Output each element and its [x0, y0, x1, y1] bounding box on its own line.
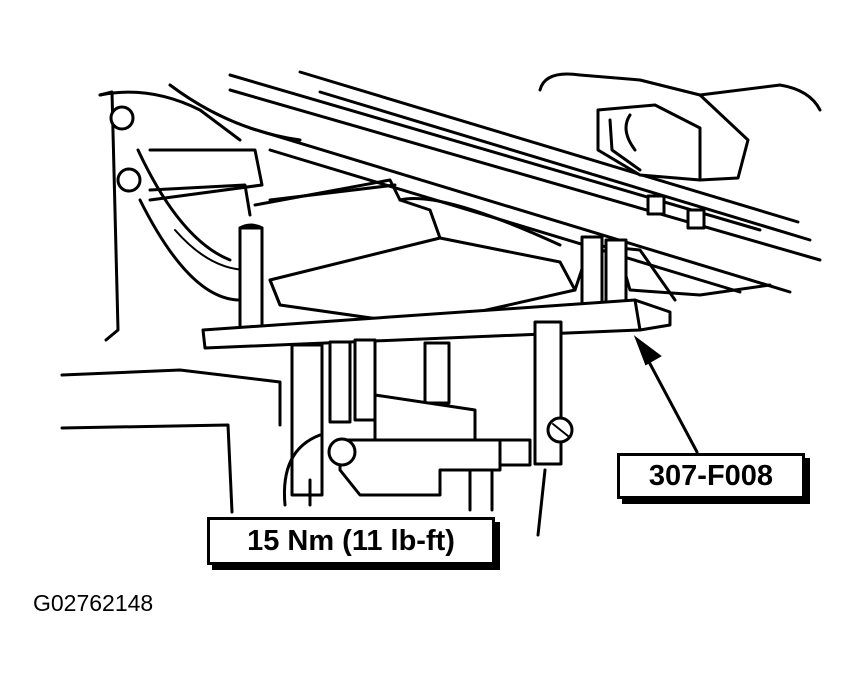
oil-pan — [253, 178, 772, 327]
frame-rails — [248, 70, 822, 294]
support-tool-307-F008 — [201, 223, 672, 466]
torque-callout-label: 15 Nm (11 lb-ft) — [207, 517, 495, 565]
crossmember — [60, 338, 547, 537]
tool-callout-label: 307-F008 — [617, 453, 805, 499]
arrow-pointer-icon — [633, 335, 699, 454]
figure-id: G02762148 — [33, 590, 154, 616]
